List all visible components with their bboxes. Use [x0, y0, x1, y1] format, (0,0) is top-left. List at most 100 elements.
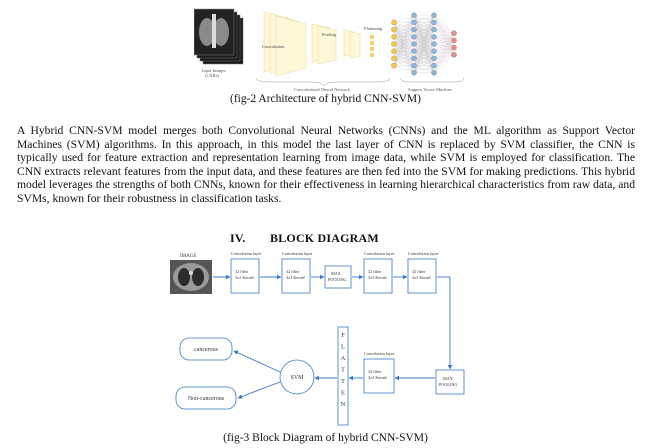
svm-connection [393, 22, 415, 66]
svm-neuron [411, 55, 417, 62]
svm-connection [413, 15, 435, 59]
svg-text:cancerous: cancerous [194, 347, 219, 353]
svm-neuron [391, 26, 397, 33]
svm-neuron [391, 62, 397, 69]
svm-connection [393, 15, 415, 30]
svm-neuron [451, 30, 457, 36]
svm-connection [413, 15, 435, 30]
svm-connection [393, 36, 415, 66]
svg-text:POOLING: POOLING [439, 382, 457, 387]
cnn-group-label: Convolutional Neural Network [294, 87, 351, 92]
max-pooling-block-2: MAX POOLING [435, 369, 465, 395]
svm-connection [433, 33, 455, 66]
svg-text:3x3 Kernel: 3x3 Kernel [368, 375, 388, 380]
convolution-label: Convolution [262, 44, 285, 49]
svm-connection [413, 51, 435, 73]
svg-text:3x3 Kernel: 3x3 Kernel [368, 275, 388, 280]
svm-neuron [411, 41, 417, 47]
svm-connection [393, 15, 415, 45]
conv-block-4: Convolution layer 32 filter 3x3 Kernel [407, 251, 439, 294]
svm-connection [393, 15, 415, 66]
section-number: IV. [230, 231, 246, 245]
block-diagram: IMAGE Convolution layer 32 filter 3x3 Ke… [170, 251, 465, 426]
svg-text:3x3 Kernel: 3x3 Kernel [412, 275, 432, 280]
svm-connection [393, 43, 415, 66]
flatten-letter: T [341, 378, 345, 385]
svg-text:Convolution layer: Convolution layer [231, 251, 262, 256]
svm-connection [433, 29, 455, 34]
svm-connection [433, 33, 455, 59]
svm-neuron [391, 34, 397, 40]
svm-connection [413, 15, 435, 23]
svm-brace [399, 77, 465, 83]
svg-text:MAX: MAX [331, 271, 341, 276]
svm-node: SVM [279, 359, 315, 395]
svm-neuron [431, 12, 437, 18]
svm-network [391, 12, 457, 76]
svm-neuron [431, 41, 437, 47]
svm-connection [393, 58, 415, 66]
svm-connection [413, 22, 435, 73]
svm-connection [433, 33, 455, 37]
flatten-vector [370, 35, 374, 57]
svg-text:POOLING: POOLING [328, 277, 346, 282]
architecture-figure: Input Images (CXRs) Convolution Pooling … [194, 8, 465, 92]
svm-neuron [431, 26, 437, 33]
input-images-sublabel: (CXRs) [205, 73, 220, 78]
svg-text:MAX: MAX [443, 376, 453, 381]
svm-neuron [411, 26, 417, 33]
svg-text:32 filter: 32 filter [368, 369, 382, 374]
ct-scan-image [170, 260, 212, 294]
svm-connection [413, 58, 435, 73]
svg-text:Convolution layer: Convolution layer [364, 251, 395, 256]
svg-text:Non-cancerous: Non-cancerous [188, 396, 225, 402]
flatten-letter: L [341, 344, 345, 351]
svg-text:32 filter: 32 filter [235, 269, 249, 274]
conv-block-5: Convolution layer 32 filter 3x3 Kernel [363, 351, 395, 394]
svg-text:32 filter: 32 filter [412, 269, 426, 274]
svm-neuron [431, 48, 437, 54]
pooling-label: Pooling [322, 32, 337, 37]
svm-neuron [411, 12, 417, 18]
svg-text:Convolution layer: Convolution layer [282, 251, 313, 256]
svm-neuron [391, 41, 397, 47]
svm-neuron [451, 52, 457, 58]
flatten-letter: N [341, 401, 346, 408]
flattening-label: Flattening [364, 26, 383, 31]
svg-text:32 filter: 32 filter [286, 269, 300, 274]
flatten-letter: A [341, 355, 346, 362]
feature-maps [263, 11, 361, 77]
flatten-letter: E [341, 390, 345, 397]
svm-connection [433, 33, 455, 73]
svm-neuron [431, 55, 437, 62]
figure3-caption: (fig-3 Block Diagram of hybrid CNN-SVM) [223, 432, 428, 444]
svm-connection [393, 15, 415, 23]
image-label: IMAGE [180, 254, 196, 259]
svm-connection [413, 65, 435, 73]
svg-text:Convolution layer: Convolution layer [408, 251, 439, 256]
svg-text:32 filter: 32 filter [368, 269, 382, 274]
svm-neuron [411, 34, 417, 40]
svm-connection [413, 29, 435, 73]
svm-neuron [431, 34, 437, 40]
svg-text:Convolution layer: Convolution layer [364, 351, 395, 356]
conv-block-1: Convolution layer 32 filter 3x3 Kernel [230, 251, 262, 294]
figure2-caption: (fig-2 Architecture of hybrid CNN-SVM) [230, 93, 421, 105]
svm-neuron [411, 48, 417, 54]
svm-connection [433, 22, 455, 34]
conv-block-2: Convolution layer 32 filter 3x3 Kernel [281, 251, 313, 294]
svm-connection [393, 29, 415, 66]
svm-connection [413, 43, 435, 73]
body-paragraph: A Hybrid CNN-SVM model merges both Convo… [17, 124, 635, 205]
svm-group-label: Support Vector Machine [408, 87, 452, 92]
svm-connection [393, 15, 415, 59]
svm-connection [413, 15, 435, 37]
svg-text:3x3 Kernel: 3x3 Kernel [286, 275, 306, 280]
class-cancerous: cancerous [179, 337, 233, 361]
svm-connection [413, 15, 435, 66]
svm-connection [433, 33, 455, 45]
input-image-stack [194, 8, 244, 65]
svm-connection [393, 51, 415, 66]
svm-connection [393, 15, 415, 52]
